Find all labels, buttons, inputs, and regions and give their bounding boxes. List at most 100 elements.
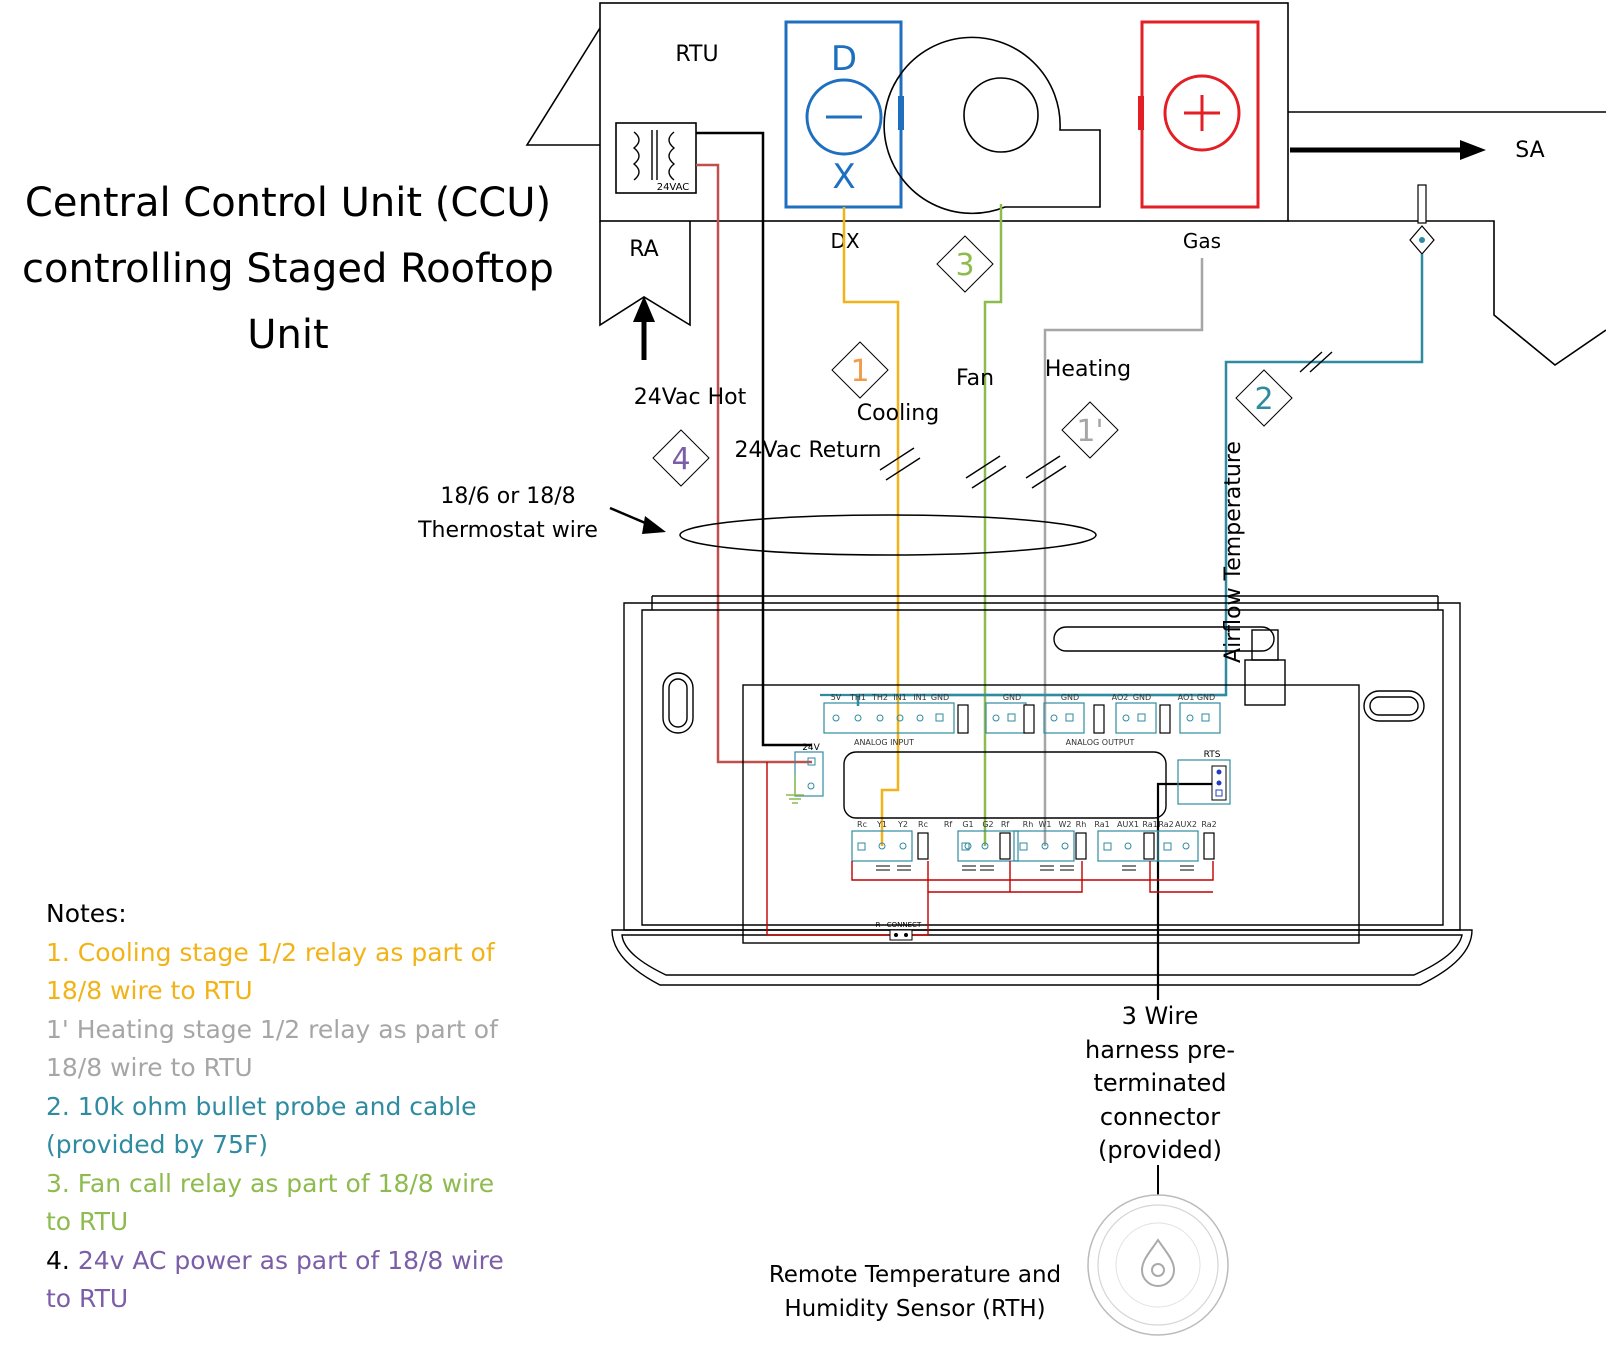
svg-text:1': 1' bbox=[1076, 414, 1103, 449]
ao-pin-label-3: GND bbox=[1133, 693, 1151, 702]
wire-label-airflow: Airflow Temperature bbox=[1221, 441, 1246, 663]
wire-24vac-return bbox=[696, 131, 812, 747]
ao-pin-label-0: GND bbox=[1003, 693, 1021, 702]
title-line-1: Central Control Unit (CCU) bbox=[24, 180, 552, 226]
rtu-label: RTU bbox=[675, 42, 718, 67]
ai-pin-label-0: 5V bbox=[831, 693, 842, 702]
rts-label: RTS bbox=[1204, 750, 1221, 760]
relay-pin-label-5: G1 bbox=[962, 820, 973, 829]
return-air-arrow bbox=[633, 296, 655, 360]
marker-4: 4 bbox=[652, 429, 710, 487]
analog-jumpers bbox=[957, 704, 1171, 734]
thermostat-wire-line-1: 18/6 or 18/8 bbox=[440, 484, 576, 509]
analog-pins bbox=[832, 713, 1210, 722]
analog-input-label: ANALOG INPUT bbox=[854, 738, 914, 747]
ra-label: RA bbox=[629, 237, 658, 262]
dx-bottom-letter: X bbox=[832, 157, 855, 197]
supply-air-arrow bbox=[1290, 140, 1486, 160]
ao-pin-label-2: AO2 bbox=[1112, 693, 1129, 702]
dx-top-letter: D bbox=[831, 39, 857, 79]
wire-fan bbox=[983, 204, 1003, 846]
note-item-3: 3. Fan call relay as part of 18/8 wire t… bbox=[46, 1168, 495, 1237]
power-terminal-label: 24V bbox=[802, 743, 820, 753]
relay-pin-label-3: Rc bbox=[918, 820, 928, 829]
transformer-icon bbox=[615, 122, 697, 194]
rtu-inlet bbox=[525, 27, 601, 146]
ai-pin-label-4: IN1 bbox=[913, 693, 926, 702]
ai-pin-label-5: GND bbox=[931, 693, 949, 702]
wire-rts-harness bbox=[1156, 782, 1222, 1000]
harness-line-3: terminated bbox=[1093, 1069, 1227, 1097]
harness-label: 3 Wire harness pre- terminated connector… bbox=[1060, 1000, 1260, 1168]
wire-24vac-hot bbox=[696, 163, 812, 764]
relay-pin-label-17: Ra2 bbox=[1201, 820, 1216, 829]
wire-label-cooling: Cooling bbox=[857, 401, 939, 426]
title-line-3: Unit bbox=[247, 312, 329, 358]
duct-probe-icon bbox=[1409, 184, 1435, 255]
page-title: Central Control Unit (CCU) controlling S… bbox=[8, 170, 568, 368]
analog-terminal-strip bbox=[820, 693, 1226, 734]
relay-pin-label-9: W1 bbox=[1039, 820, 1052, 829]
ao-pin-label-4: AO1 bbox=[1178, 693, 1195, 702]
analog-output-label: ANALOG OUTPUT bbox=[1066, 738, 1135, 747]
wire-label-heating: Heating bbox=[1045, 357, 1131, 382]
relay-pin-label-10: W2 bbox=[1059, 820, 1072, 829]
note-item-1: 1. Cooling stage 1/2 relay as part of 18… bbox=[46, 937, 495, 1006]
wire-label-hot: 24Vac Hot bbox=[634, 385, 747, 410]
svg-text:3: 3 bbox=[955, 248, 974, 283]
rts-connector bbox=[1177, 759, 1231, 805]
note-item-4-text: 24v AC power as part of 18/8 wire to RTU bbox=[46, 1245, 504, 1314]
relay-terminal-strip bbox=[851, 830, 1199, 862]
gas-label: Gas bbox=[1183, 229, 1221, 253]
relay-pin-label-0: Rc bbox=[857, 820, 867, 829]
harness-line-1: 3 Wire bbox=[1121, 1002, 1199, 1030]
rtu-unit bbox=[525, 2, 1606, 366]
svg-text:1: 1 bbox=[850, 354, 869, 389]
connect-label: CONNECT bbox=[887, 921, 922, 929]
ao-pin-label-1: GND bbox=[1061, 693, 1079, 702]
ai-pin-label-1: TH1 bbox=[849, 693, 866, 702]
relay-pin-label-11: Rh bbox=[1076, 820, 1087, 829]
thermostat-wire-bundle bbox=[679, 514, 1097, 556]
note-item-4: 4. 24v AC power as part of 18/8 wire to … bbox=[46, 1242, 516, 1319]
relay-pin-label-15: Ra2 bbox=[1158, 820, 1173, 829]
relay-traces bbox=[766, 762, 1214, 936]
supply-duct-lower bbox=[1288, 220, 1606, 366]
title-line-2: controlling Staged Rooftop bbox=[22, 246, 554, 292]
note-item-4-prefix: 4. bbox=[46, 1245, 70, 1275]
relay-pin-label-7: Rf bbox=[1001, 820, 1010, 829]
relay-pin-label-4: Rf bbox=[944, 820, 953, 829]
connect-jumper bbox=[889, 929, 913, 941]
relay-pin-label-6: G2 bbox=[982, 820, 993, 829]
relay-jumpers bbox=[917, 832, 1215, 860]
relay-pin-label-8: Rh bbox=[1023, 820, 1034, 829]
transformer-label: 24VAC bbox=[657, 182, 690, 193]
rth-label: Remote Temperature and Humidity Sensor (… bbox=[760, 1258, 1070, 1326]
thermostat-wire-line-2: Thermostat wire bbox=[418, 518, 598, 543]
wire-label-return: 24Vac Return bbox=[735, 438, 882, 463]
marker-3: 3 bbox=[936, 235, 994, 293]
harness-line-5: (provided) bbox=[1097, 1136, 1223, 1164]
rth-line-2: Humidity Sensor (RTH) bbox=[784, 1296, 1046, 1322]
ccu-enclosure bbox=[611, 595, 1473, 986]
relay-pin-label-16: AUX2 bbox=[1175, 820, 1197, 829]
note-item-1-prime: 1' Heating stage 1/2 relay as part of 18… bbox=[46, 1014, 498, 1083]
wire-count-slashes bbox=[879, 351, 1333, 489]
rth-sensor-icon bbox=[1087, 1194, 1229, 1336]
notes-heading: Notes: bbox=[46, 899, 127, 928]
relay-pin-label-1: Y1 bbox=[876, 820, 887, 829]
relay-pin-label-13: AUX1 bbox=[1117, 820, 1139, 829]
dx-coil-icon bbox=[784, 20, 904, 209]
marker-1: 1 bbox=[831, 341, 889, 399]
wire-cooling bbox=[842, 207, 900, 846]
wire-airflow-temp bbox=[856, 254, 1424, 706]
svg-text:4: 4 bbox=[671, 442, 690, 477]
ai-pin-label-2: TH2 bbox=[871, 693, 888, 702]
sa-label: SA bbox=[1515, 138, 1544, 163]
blower-icon bbox=[883, 36, 1101, 215]
svg-text:2: 2 bbox=[1254, 382, 1273, 417]
